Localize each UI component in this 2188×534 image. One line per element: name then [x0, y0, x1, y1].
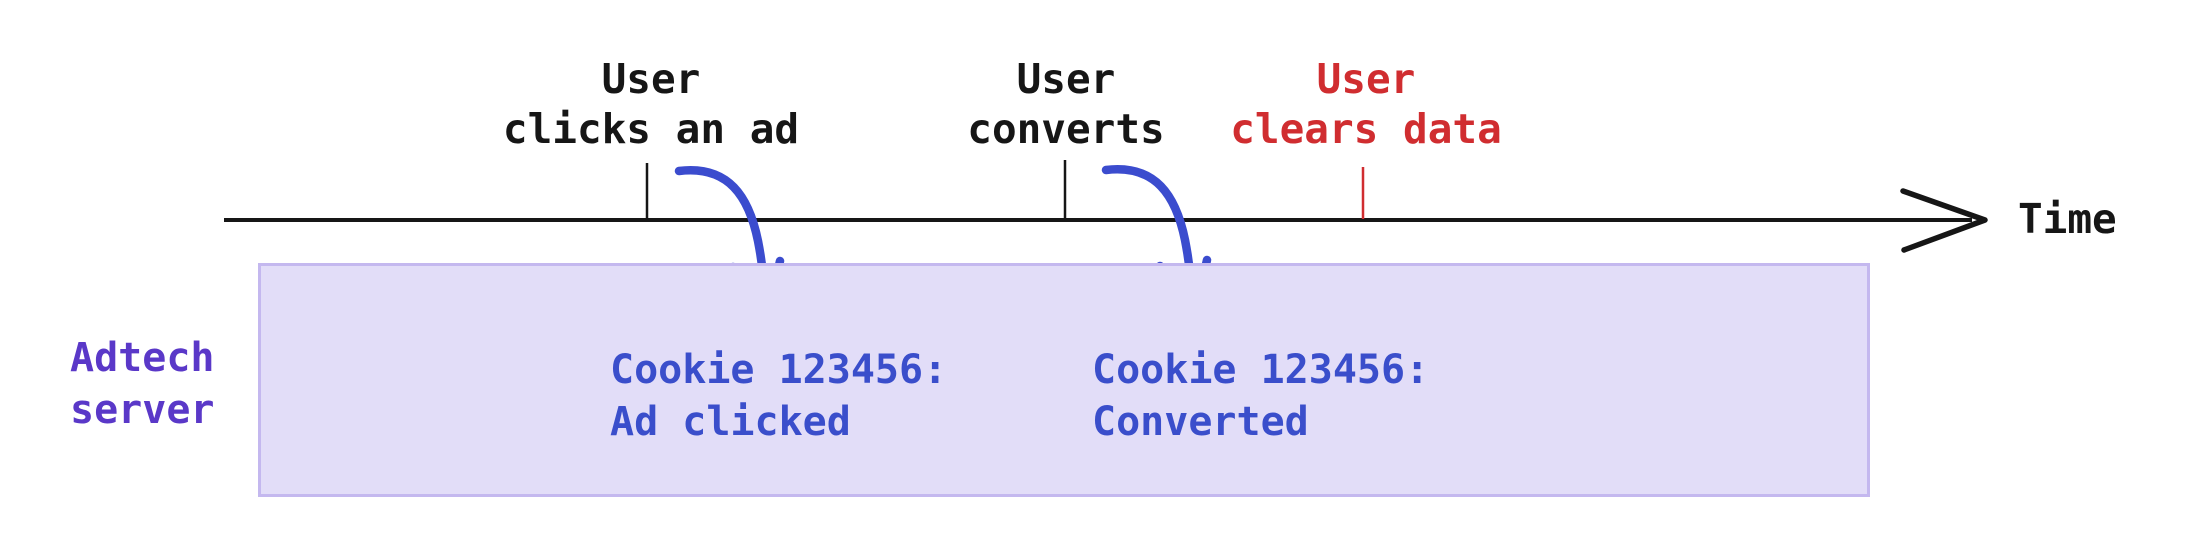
cookie-record-line: Cookie 123456: — [1092, 347, 1430, 393]
timeline-axis — [224, 188, 1988, 253]
event-label-convert: User converts — [967, 54, 1164, 154]
event-label-line: User — [601, 55, 701, 103]
adtech-server-label: Adtech server — [70, 332, 215, 436]
time-axis-label: Time — [2018, 195, 2117, 243]
cookie-record-line: Ad clicked — [610, 399, 851, 445]
cookie-record-line: Cookie 123456: — [610, 347, 948, 393]
event-label-line: User — [1016, 55, 1116, 103]
server-label-line: Adtech — [70, 335, 215, 381]
arrowhead-icon — [1900, 188, 1988, 253]
event-label-line: User — [1316, 55, 1416, 103]
cookie-record-ad-clicked: Cookie 123456: Ad clicked — [610, 344, 947, 448]
event-label-line: converts — [967, 105, 1165, 153]
cookie-record-line: Converted — [1092, 399, 1309, 445]
event-label-click: User clicks an ad — [503, 54, 799, 154]
event-label-line: clicks an ad — [502, 105, 800, 153]
adtech-server-box — [258, 263, 1870, 497]
event-label-clear: User clears data — [1230, 54, 1502, 154]
server-label-line: server — [70, 387, 215, 433]
cookie-record-converted: Cookie 123456: Converted — [1092, 344, 1429, 448]
event-label-line: clears data — [1230, 105, 1502, 153]
